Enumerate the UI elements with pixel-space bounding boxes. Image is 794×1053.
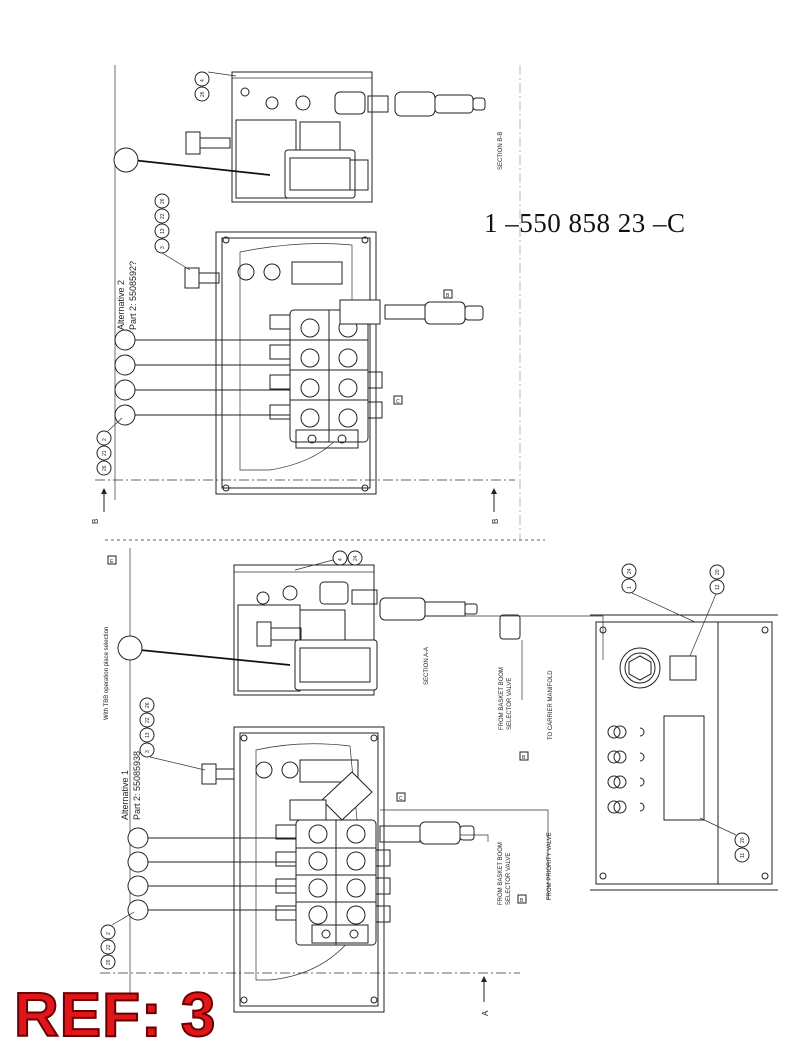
svg-text:13: 13 — [145, 732, 151, 738]
leader-selector-2 — [460, 834, 489, 842]
flow-labels: FROM BASKET BOOM SELECTOR VALVE B TO CAR… — [498, 667, 554, 905]
svg-text:C: C — [399, 796, 403, 802]
svg-text:24: 24 — [353, 555, 359, 561]
tbb-note-text: With TBB operation place selection — [104, 627, 110, 720]
svg-text:26: 26 — [200, 91, 206, 97]
top-assembly: SECTION B-B 26 4 — [91, 65, 521, 540]
svg-text:1: 1 — [627, 586, 633, 589]
section-b-label: SECTION B-B — [498, 132, 504, 170]
svg-text:24: 24 — [627, 568, 633, 574]
side-view-b: SECTION B-B 26 4 — [113, 71, 504, 203]
balloon-group-upper-b: 3 13 22 26 — [154, 193, 191, 271]
alt1-title-line1: Alternative 1 — [120, 770, 130, 820]
part-number: 1 –550 858 23 –C — [484, 208, 686, 238]
balloon-group-lever-b: 26 21 2 — [96, 417, 123, 476]
svg-text:3: 3 — [160, 246, 166, 249]
svg-text:B: B — [91, 519, 100, 524]
balloon-group-upper-a: 3 13 22 26 — [139, 697, 206, 771]
svg-text:26: 26 — [145, 702, 151, 708]
svg-text:4: 4 — [338, 558, 344, 561]
alt2-title-line2: Part 2: 5508592? — [128, 261, 138, 330]
svg-text:SELECTOR VALVE: SELECTOR VALVE — [507, 678, 513, 730]
balloon-group-lever-a: 26 22 2 — [100, 911, 135, 970]
svg-text:FROM BASKET BOOM: FROM BASKET BOOM — [498, 842, 504, 905]
svg-text:22: 22 — [145, 717, 151, 723]
svg-text:TO CARRIER MANIFOLD: TO CARRIER MANIFOLD — [548, 670, 554, 740]
svg-text:20: 20 — [715, 569, 721, 575]
svg-text:3: 3 — [145, 750, 151, 753]
svg-text:B: B — [491, 519, 500, 524]
svg-text:13: 13 — [160, 228, 166, 234]
balloon-group-box-c: 11 20 — [699, 817, 750, 863]
section-marker-a: A — [481, 976, 490, 1016]
svg-text:B: B — [520, 898, 524, 904]
leader-priority — [380, 809, 549, 900]
svg-text:21: 21 — [102, 450, 108, 456]
tbb-note: With TBB operation place selection E — [104, 555, 117, 720]
svg-text:20: 20 — [740, 837, 746, 843]
side-view-a: SECTION A-A 4 24 — [117, 550, 521, 696]
svg-text:26: 26 — [102, 465, 108, 471]
svg-text:FROM BASKET BOOM: FROM BASKET BOOM — [499, 667, 505, 730]
svg-text:26: 26 — [160, 198, 166, 204]
svg-text:SELECTOR VALVE: SELECTOR VALVE — [506, 853, 512, 905]
balloon-group-top-b: 26 4 — [194, 71, 237, 102]
svg-text:C: C — [396, 399, 400, 405]
svg-text:2: 2 — [106, 932, 112, 935]
alt1-title: Alternative 1 Part 2: 55085938 — [120, 751, 142, 820]
svg-text:4: 4 — [200, 79, 206, 82]
ref-badge: REF: 3 — [13, 981, 217, 1050]
alt2-title: Alternative 2 Part 2: 5508592? — [116, 261, 138, 330]
svg-text:26: 26 — [106, 959, 112, 965]
balloon-group-box-a: 1 24 — [621, 563, 696, 623]
svg-text:22: 22 — [106, 944, 112, 950]
section-a-label: SECTION A-A — [424, 647, 430, 685]
balloon-group-box-b: 12 20 — [689, 564, 725, 657]
svg-text:B: B — [522, 755, 526, 761]
svg-text:A: A — [481, 1010, 490, 1016]
alt1-title-line2: Part 2: 55085938 — [132, 751, 142, 820]
svg-text:E: E — [110, 559, 114, 565]
leader-carrier — [465, 615, 604, 660]
svg-text:22: 22 — [160, 213, 166, 219]
svg-text:FROM PRIORITY VALVE: FROM PRIORITY VALVE — [547, 832, 553, 900]
bottom-assembly: SECTION A-A 4 24 FROM BASKET BOOM SELECT… — [100, 548, 604, 1016]
svg-text:12: 12 — [715, 584, 721, 590]
top-view-valve-b: B C — [114, 231, 484, 495]
svg-text:11: 11 — [740, 853, 746, 858]
section-marker-b: B B — [91, 488, 500, 524]
control-box: 1 24 12 20 11 20 — [590, 563, 778, 891]
top-view-valve-a: C — [127, 726, 475, 1013]
switch-row — [607, 725, 645, 814]
alt2-title-line1: Alternative 2 — [116, 280, 126, 330]
svg-text:2: 2 — [102, 438, 108, 441]
balloon-group-top-a: 4 24 — [294, 550, 363, 571]
svg-text:B: B — [446, 293, 450, 299]
